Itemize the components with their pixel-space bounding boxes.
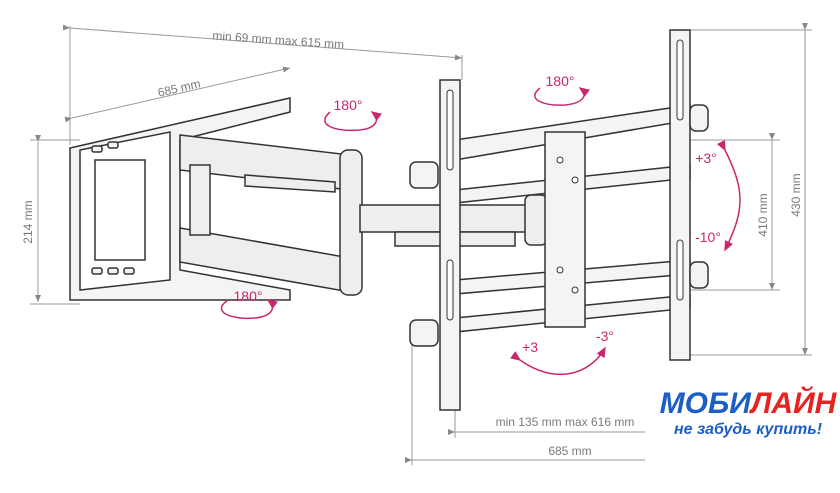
level-plus-label: +3	[522, 339, 538, 355]
logo-brand-part2: ЛАЙН	[750, 387, 837, 420]
level-minus-label: -3°	[596, 328, 614, 344]
wall-plate	[69, 97, 291, 301]
tv-outer-height-label: 430 mm	[789, 173, 803, 216]
arm-length-top-label: 685 mm	[156, 76, 201, 99]
wall-plate-height-label: 214 mm	[21, 200, 35, 243]
rotation-arrows	[220, 87, 741, 376]
tv-plate	[409, 29, 709, 411]
tv-inner-height-label: 410 mm	[756, 193, 770, 236]
arm-length-bottom-label: 685 mm	[548, 444, 591, 458]
top-span-label: min 69 mm max 615 mm	[212, 28, 345, 51]
tilt-down-label: -10°	[695, 229, 721, 245]
swing-arms	[179, 134, 548, 296]
plate-swivel-label: 180°	[546, 73, 575, 89]
logo-brand-part1: МОБИ	[659, 387, 751, 420]
bottom-span-label: min 135 mm max 616 mm	[496, 415, 635, 429]
arm-top-rotation-label: 180°	[334, 97, 363, 113]
dimension-lines	[30, 23, 812, 465]
slots	[446, 39, 684, 321]
mobilain-logo: МОБИЛАЙН не забудь купить!	[658, 388, 838, 440]
logo-slogan: не забудь купить!	[673, 421, 823, 438]
tilt-up-label: +3°	[695, 150, 717, 166]
arm-bottom-rotation-label: 180°	[234, 288, 263, 304]
